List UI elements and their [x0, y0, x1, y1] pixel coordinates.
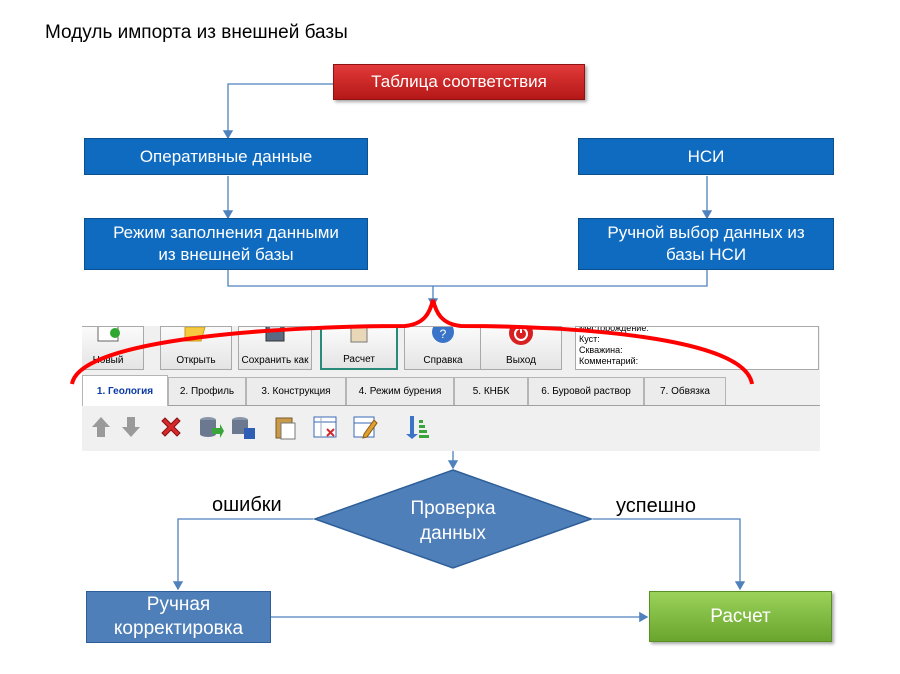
- manual-fix-line2: корректировка: [113, 618, 244, 639]
- help-button[interactable]: ? Справка: [404, 326, 482, 370]
- db-save-icon[interactable]: [230, 414, 256, 440]
- clipboard-icon[interactable]: [272, 414, 298, 440]
- operational-data-box: Оперативные данные: [84, 138, 368, 175]
- fill-mode-line2: из внешней базы: [158, 245, 294, 264]
- info-field: Месторождение:: [579, 326, 649, 333]
- tab-drilling-fluid[interactable]: 6. Буровой раствор: [528, 377, 644, 405]
- check-diamond: [313, 469, 593, 569]
- tool-strip: [82, 408, 820, 444]
- save-as-button[interactable]: Сохранить как: [238, 326, 312, 370]
- power-icon: [509, 327, 533, 345]
- tab-geology[interactable]: 1. Геология: [82, 375, 168, 406]
- errors-label: ошибки: [212, 494, 282, 516]
- new-doc-icon: [97, 327, 120, 342]
- mapping-table-box: Таблица соответствия: [333, 64, 585, 100]
- edge-merge: [227, 270, 708, 287]
- open-button-label: Открыть: [176, 355, 216, 366]
- info-well: Скважина:: [579, 345, 623, 355]
- info-cluster: Куст:: [579, 334, 600, 344]
- tab-construction[interactable]: 3. Конструкция: [246, 377, 346, 405]
- fill-mode-box: Режим заполнения данными из внешней базы: [84, 218, 368, 270]
- db-import-icon[interactable]: [198, 414, 224, 440]
- calc-label: Расчет: [710, 605, 771, 627]
- edit-table-icon[interactable]: [352, 414, 378, 440]
- calculator-icon: [350, 328, 368, 343]
- tab-drilling-mode[interactable]: 4. Режим бурения: [346, 377, 454, 405]
- nsi-box: НСИ: [578, 138, 834, 175]
- app-screenshot: Новый Открыть Сохранить как Расчет ? Спр…: [82, 326, 820, 451]
- nsi-label: НСИ: [687, 146, 725, 166]
- page-title: Модуль импорта из внешней базы: [45, 22, 348, 43]
- check-label: Проверка данных: [383, 495, 523, 547]
- operational-data-label: Оперативные данные: [139, 146, 313, 166]
- tab-piping[interactable]: 7. Обвязка: [644, 377, 726, 405]
- arrow-down-icon[interactable]: [118, 414, 144, 440]
- check-line1: Проверка: [410, 498, 496, 519]
- tab-profile[interactable]: 2. Профиль: [168, 377, 246, 405]
- help-button-label: Справка: [423, 355, 463, 366]
- manual-fix-box: Ручная корректировка: [86, 591, 271, 643]
- fill-mode-line1: Режим заполнения данными: [113, 223, 339, 242]
- tab-knbk[interactable]: 5. КНБК: [454, 377, 528, 405]
- success-label: успешно: [616, 495, 696, 517]
- exit-button-label: Выход: [506, 355, 536, 366]
- table-delete-icon[interactable]: [312, 414, 338, 440]
- edge-mapping-to-operational: [222, 83, 333, 140]
- manual-fix-line1: Ручная: [146, 594, 211, 615]
- svg-text:?: ?: [440, 327, 447, 341]
- info-comment: Комментарий:: [579, 356, 639, 366]
- arrow-up-icon[interactable]: [88, 414, 114, 440]
- calc-box: Расчет: [649, 591, 832, 642]
- mapping-table-label: Таблица соответствия: [371, 72, 547, 91]
- manual-select-line1: Ручной выбор данных из: [607, 223, 805, 242]
- check-line2: данных: [420, 523, 486, 544]
- new-button-label: Новый: [92, 355, 124, 366]
- calc-button[interactable]: Расчет: [320, 326, 398, 370]
- calc-button-label: Расчет: [343, 354, 375, 365]
- edge-errors: [172, 518, 313, 591]
- sort-icon[interactable]: [404, 414, 430, 440]
- edge-success: [593, 518, 746, 591]
- tab-bar: 1. Геология 2. Профиль 3. Конструкция 4.…: [82, 375, 820, 406]
- delete-icon[interactable]: [158, 414, 184, 440]
- manual-select-line2: базы НСИ: [665, 245, 747, 264]
- manual-select-box: Ручной выбор данных из базы НСИ: [578, 218, 834, 270]
- save-as-button-label: Сохранить как: [241, 355, 309, 366]
- help-icon: ?: [432, 327, 454, 343]
